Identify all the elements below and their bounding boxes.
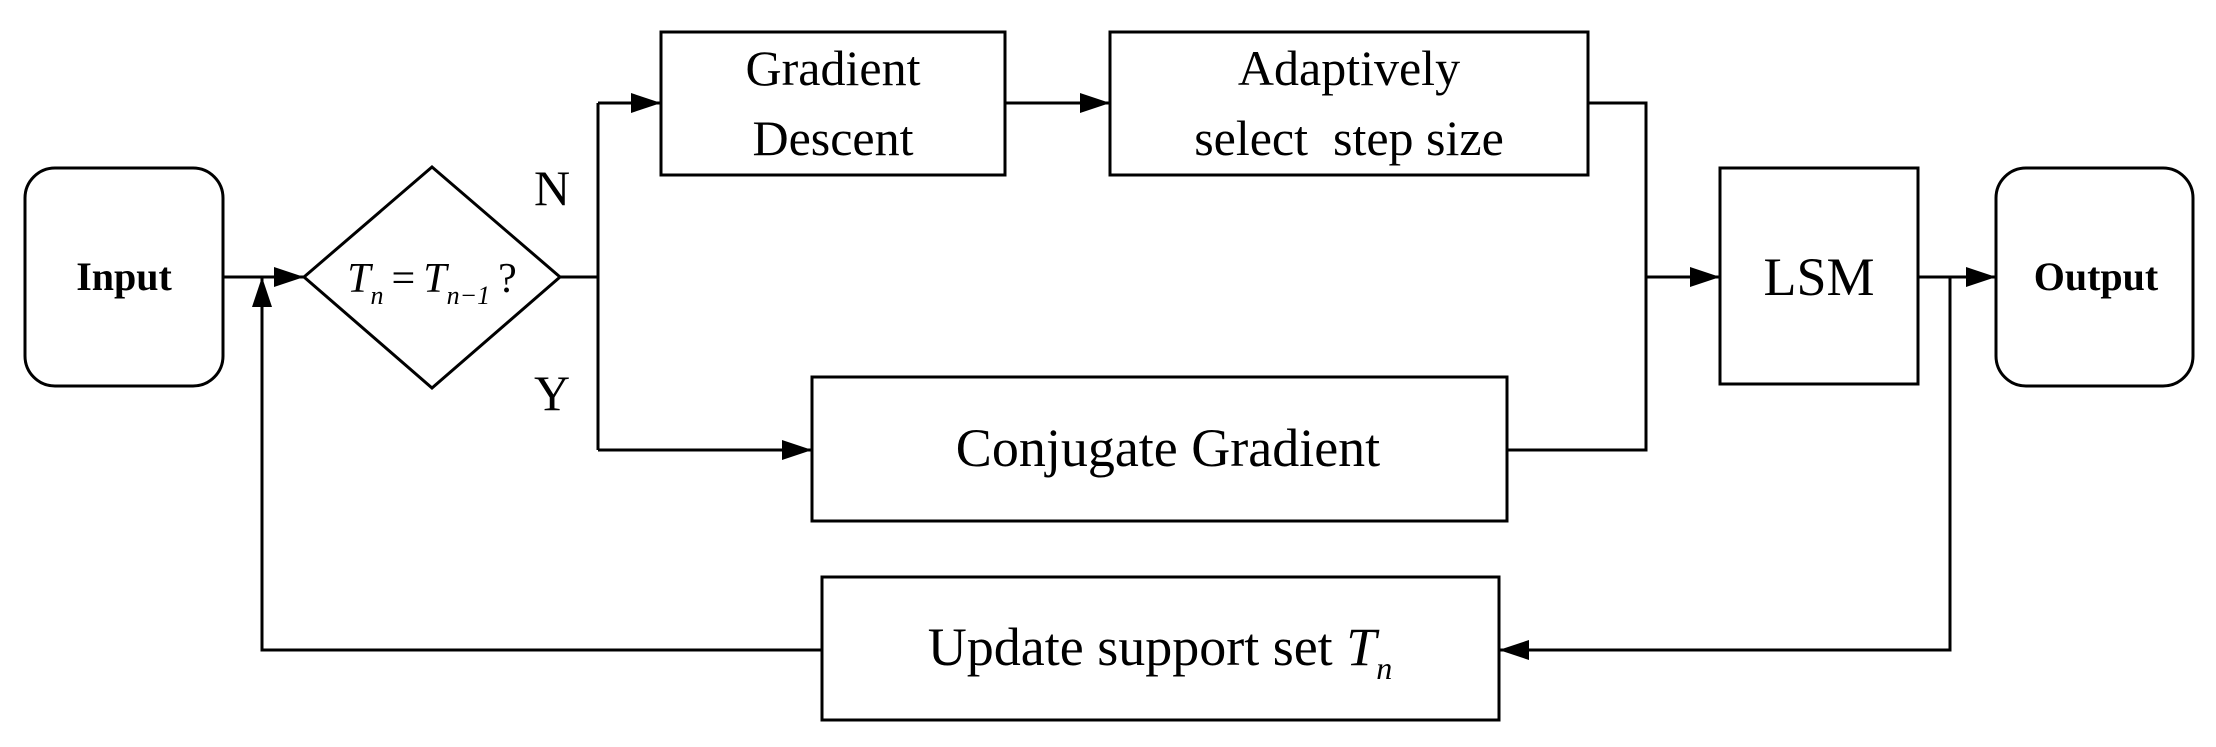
gradient-descent-node — [659, 30, 1007, 177]
input-label: Input — [76, 254, 172, 299]
gradient-descent-line1: Gradient — [746, 40, 921, 96]
conjugate-gradient-label: Conjugate Gradient — [956, 418, 1380, 478]
adaptive-line1: Adaptively — [1238, 40, 1460, 96]
decision-node — [301, 165, 563, 390]
output-label: Output — [2034, 254, 2159, 299]
update-support-label: Update support set Tn — [928, 617, 1392, 686]
update-support-node — [820, 575, 1501, 722]
gradient-descent-line2: Descent — [752, 110, 913, 166]
edge-label-n: N — [534, 160, 570, 216]
adaptive-line2: select step size — [1194, 110, 1504, 166]
edge-update-to-input — [252, 277, 822, 652]
edge-output-to-update — [1499, 277, 1952, 660]
lsm-node — [1718, 166, 1920, 386]
decision-condition: Tn=Tn−1? — [347, 256, 517, 310]
lsm-label: LSM — [1763, 247, 1874, 307]
conjugate-gradient-node — [810, 375, 1509, 523]
edge-label-y: Y — [534, 365, 570, 421]
adaptive-step-node — [1108, 30, 1590, 177]
